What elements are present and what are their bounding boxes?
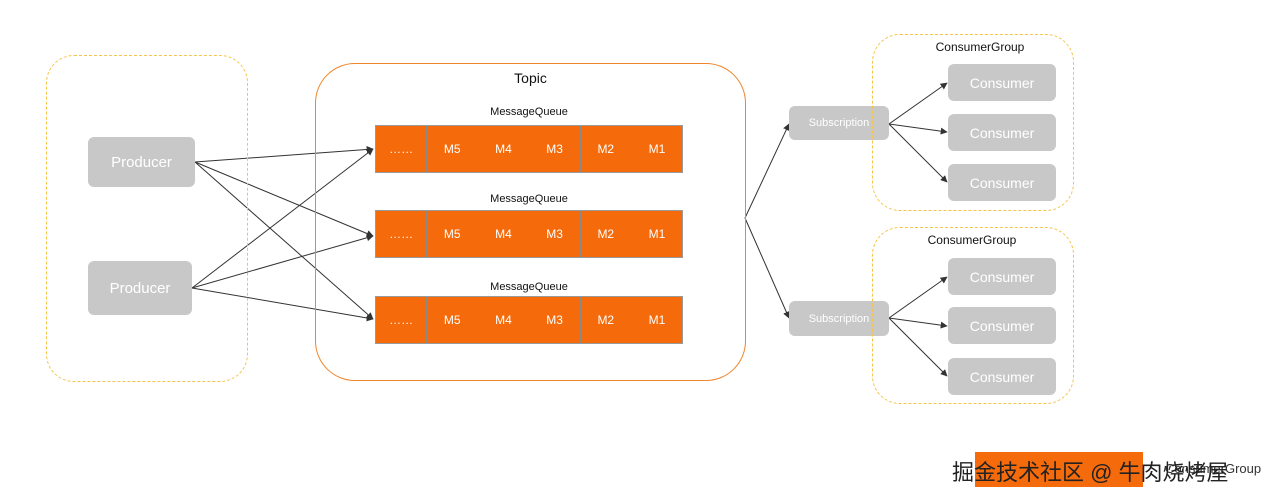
queue-cell: M4: [478, 126, 530, 172]
queue-cell: M2: [581, 297, 632, 343]
queue-cell: M5: [427, 297, 479, 343]
arrow-sub1-c2: [888, 123, 948, 135]
queue-cell: M1: [648, 313, 666, 327]
arrow-p1-q3: [194, 161, 374, 320]
message-queue-label: MessageQueue: [490, 106, 568, 118]
arrow-p1-q2: [194, 161, 374, 237]
watermark-highlight: [975, 452, 1143, 487]
queue-cell: M3: [530, 126, 581, 172]
arrow-sub1-c3: [888, 123, 948, 183]
consumer-group: [872, 227, 1074, 404]
consumer-node: Consumer: [948, 358, 1056, 395]
queue-cell: M5: [427, 211, 479, 257]
consumer-node: Consumer: [948, 164, 1056, 201]
arrow-p1-q1: [194, 145, 374, 163]
queue-cell: M1: [648, 142, 666, 156]
queue-cell: M5: [427, 126, 479, 172]
arrow-p2-q3: [191, 287, 374, 322]
producer-node: Producer: [88, 261, 192, 315]
consumer-group-label: ConsumerGroup: [935, 40, 1025, 54]
queue-cell: ……: [376, 297, 428, 343]
arrow-p2-q1: [191, 148, 374, 289]
arrow-sub1-c1: [888, 82, 948, 125]
message-queue-label: MessageQueue: [490, 281, 568, 293]
consumer-group-label: ConsumerGroup: [927, 233, 1017, 247]
message-queue-label: MessageQueue: [490, 193, 568, 205]
consumer-node: Consumer: [948, 258, 1056, 295]
consumer-node: Consumer: [948, 114, 1056, 151]
queue-cell: M2: [581, 126, 632, 172]
arrow-topic-sub2: [744, 217, 790, 319]
topic-label: Topic: [514, 70, 547, 86]
queue-cell: M1: [648, 227, 666, 241]
producer-node: Producer: [88, 137, 195, 187]
queue-cell: M2: [581, 211, 632, 257]
topic-box: [315, 63, 746, 381]
arrow-topic-sub1: [744, 123, 790, 219]
message-queue: …… M5 M4 M3 M2 M1: [375, 296, 683, 344]
producer-group: [46, 55, 248, 382]
queue-cell: M3: [530, 211, 581, 257]
queue-cell: M3: [530, 297, 581, 343]
arrow-sub2-c3: [888, 317, 948, 377]
message-queue: …… M5 M4 M3 M2 M1: [375, 125, 683, 173]
queue-cell: ……: [376, 126, 428, 172]
queue-cell: M4: [478, 211, 530, 257]
queue-cell: M4: [478, 297, 530, 343]
queue-cell: ……: [376, 211, 428, 257]
consumer-group: [872, 34, 1074, 211]
arrow-sub2-c2: [888, 317, 948, 329]
consumer-node: Consumer: [948, 307, 1056, 344]
arrow-sub2-c1: [888, 276, 948, 319]
watermark-text: 掘金技术社区 @ 牛肉烧烤屋: [952, 460, 1229, 485]
arrow-p2-q2: [191, 234, 374, 289]
consumer-node: Consumer: [948, 64, 1056, 101]
message-queue: …… M5 M4 M3 M2 M1: [375, 210, 683, 258]
watermark-overlay-text: ConsumerGroup: [1165, 461, 1262, 476]
